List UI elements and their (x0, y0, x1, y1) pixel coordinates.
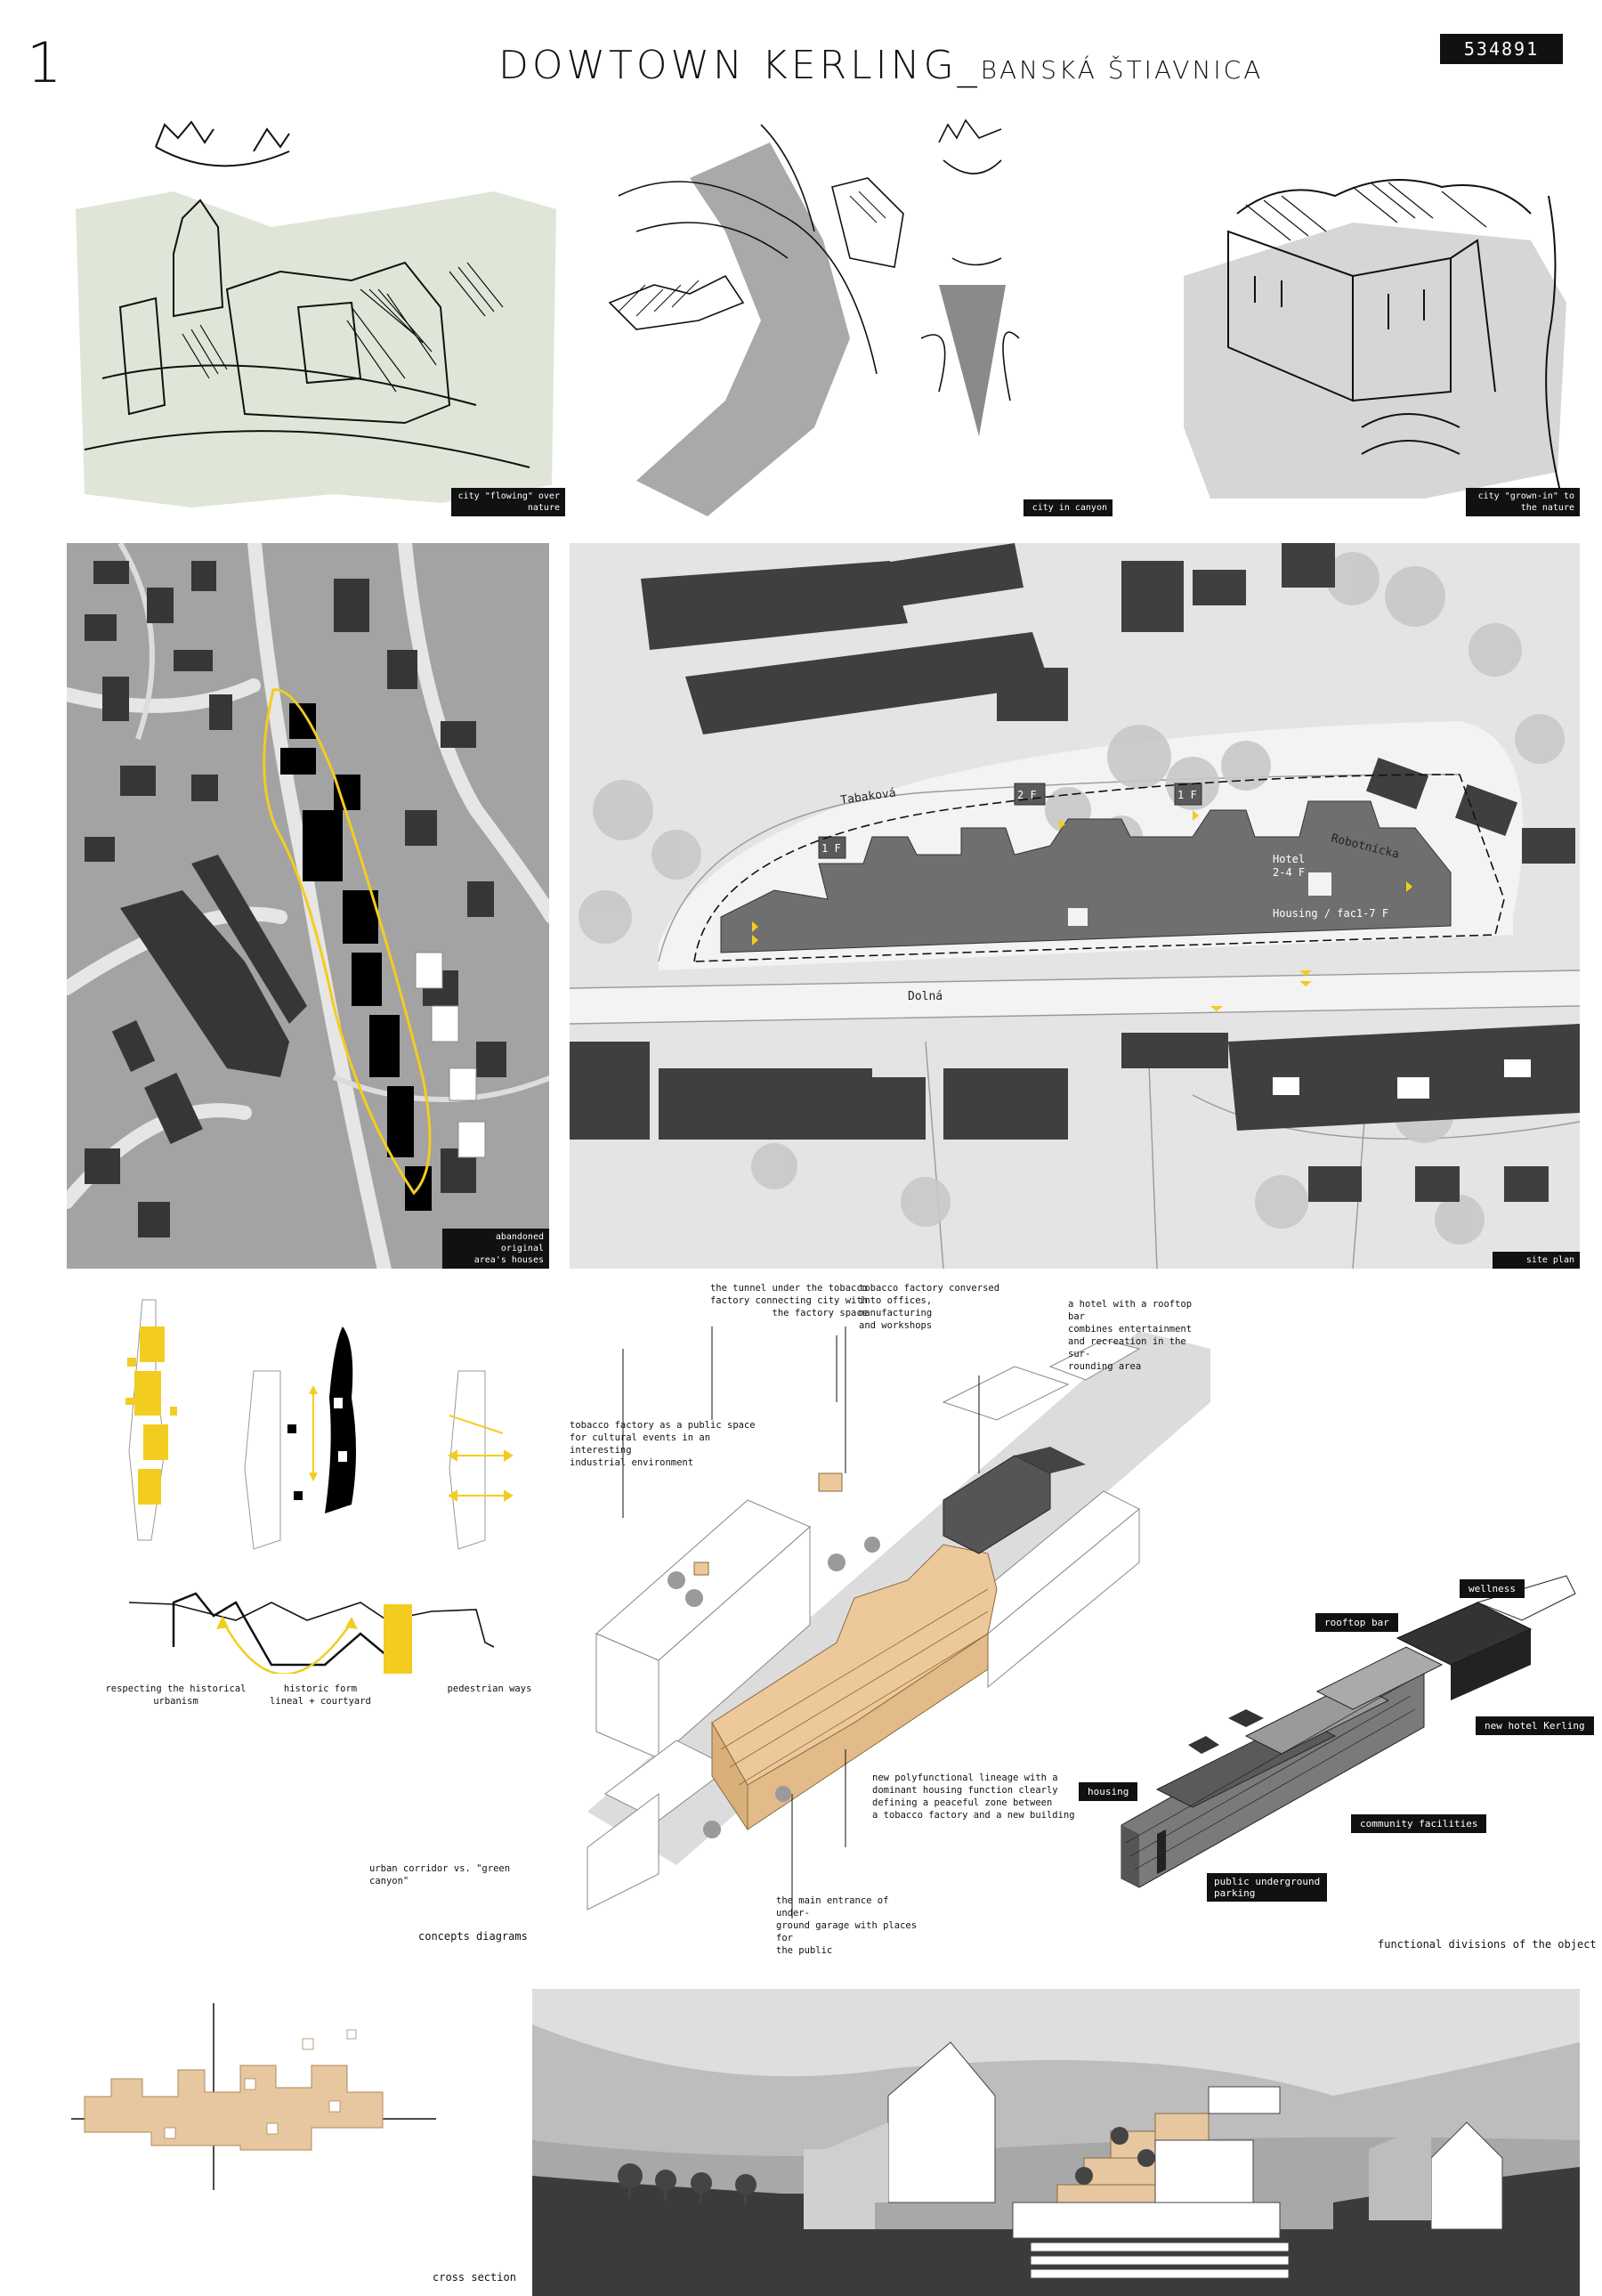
concept-diagrams-drawing (125, 1299, 514, 1674)
block-1f-a: 1 F (821, 842, 841, 855)
axo-note-public-space: tobacco factory as a public space for cu… (570, 1420, 756, 1468)
title-main: DOWTOWN KERLING (498, 43, 958, 88)
project-code: 534891 (1440, 34, 1563, 64)
section-diagram-small (62, 1994, 445, 2199)
axo-note-hotel: a hotel with a rooftop bar combines ente… (1068, 1299, 1193, 1372)
title-sub: BANSKÁ ŠTIAVNICA (980, 55, 1264, 85)
block-2f: 2 F (1017, 789, 1037, 801)
map-abandoned-houses: abandoned original area's houses (67, 543, 549, 1269)
functional-divisions (1104, 1567, 1584, 1923)
axonometric-view (570, 1295, 1210, 1919)
func-new-hotel: new hotel Kerling (1476, 1716, 1594, 1735)
sketch-city-flowing: city "flowing" over nature (67, 111, 565, 525)
axo-note-tunnel: the tunnel under the tobacco factory con… (709, 1283, 868, 1318)
page-title: DOWTOWN KERLING_BANSKÁ ŠTIAVNICA (498, 43, 1263, 88)
sketch-city-grown-in: city "grown-in" to the nature (1157, 160, 1580, 525)
axo-note-garage: the main entrance of under- ground garag… (776, 1895, 918, 1956)
block-1f-b: 1 F (1177, 789, 1197, 801)
concept-3-label: pedestrian ways (447, 1683, 532, 1694)
sketch-city-canyon-drawing (608, 118, 1020, 516)
functional-divisions-drawing (1121, 1575, 1576, 1888)
title-separator: _ (957, 43, 981, 88)
block-housing: Housing / fac1-7 F (1273, 907, 1388, 920)
sketch-2-label: city in canyon (1024, 499, 1112, 516)
axonometric-drawing (587, 1326, 1210, 1919)
map-left-label: abandoned original area's houses (442, 1229, 549, 1269)
func-wellness: wellness (1460, 1579, 1525, 1598)
street-dolna: Dolná (908, 990, 943, 1003)
concept-2-label: historic form lineal + courtyard (270, 1683, 371, 1707)
cross-section-drawing (532, 1989, 1580, 2296)
axo-note-polyfunctional: new polyfunctional lineage with a domina… (872, 1773, 1075, 1821)
func-housing: housing (1079, 1782, 1138, 1801)
block-hotel-label: Hotel 2-4 F (1273, 853, 1306, 879)
sketch-1-label: city "flowing" over nature (451, 488, 565, 516)
concepts-title: concepts diagrams (418, 1930, 528, 1943)
concept-1-label: respecting the historical urbanism (105, 1683, 247, 1707)
func-community: community facilities (1351, 1814, 1487, 1833)
axo-note-factory-offices: tobacco factory conversed into offices, … (859, 1283, 1000, 1331)
func-rooftop-bar: rooftop bar (1315, 1613, 1398, 1632)
func-parking: public underground parking (1207, 1873, 1328, 1902)
sketch-city-canyon: city in canyon (583, 107, 1112, 525)
site-plan-label: site plan (1493, 1252, 1580, 1269)
site-plan-drawing: Tabaková Robotnícka Dolná 1 F 2 F 1 F Ho… (570, 543, 1580, 1269)
sketch-3-label: city "grown-in" to the nature (1466, 488, 1580, 516)
section-diagram-small-drawing (71, 2003, 436, 2190)
concept-diagrams: respecting the historical urbanism (67, 1273, 547, 1674)
cross-section-title: cross section (433, 2271, 516, 2284)
sketch-city-grown-in-drawing (1184, 179, 1566, 499)
functions-title: functional divisions of the object (1378, 1938, 1597, 1951)
sketch-city-flowing-drawing (76, 120, 556, 507)
cross-section (532, 1989, 1580, 2296)
concept-4-label: urban corridor vs. "green canyon" (369, 1863, 511, 1886)
map-abandoned-houses-drawing (67, 543, 549, 1269)
page-number: 1 (27, 30, 62, 95)
site-plan: Tabaková Robotnícka Dolná 1 F 2 F 1 F Ho… (570, 543, 1580, 1269)
